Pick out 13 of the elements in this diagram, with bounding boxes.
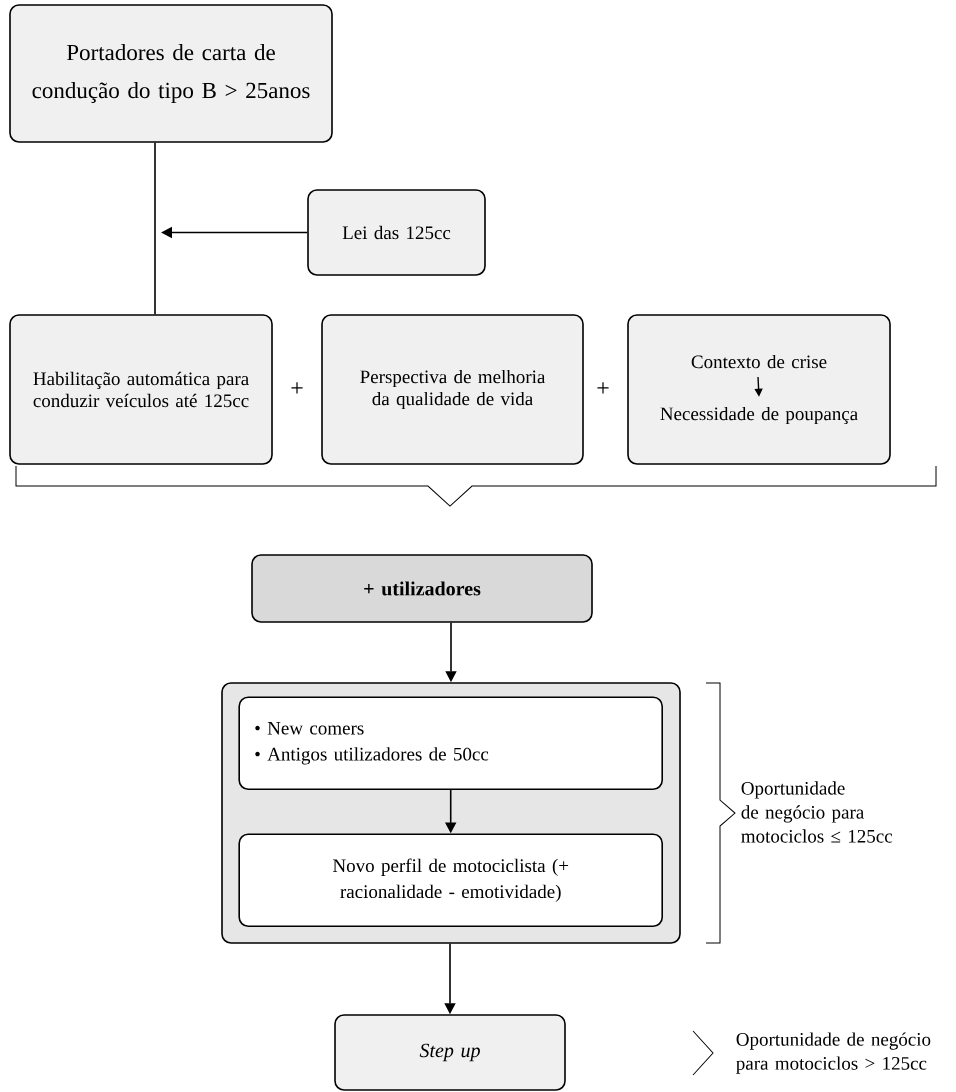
process-box: • New comers • Antigos utilizadores de 50cc [238, 696, 663, 790]
process-box: Habilitação automática para conduzir veículos até 125cc [9, 314, 273, 465]
side-note: Oportunidade de negócio para motociclos > 125cc [736, 1032, 931, 1074]
process-box: + utilizadores [251, 554, 593, 623]
plus-sign: + [597, 382, 609, 394]
process-box: Novo perfil de motociclista (+ racionalidade - emotividade) [238, 833, 663, 927]
plus-sign: + [291, 382, 303, 394]
process-box: Contexto de crise Necessidade de poupança [627, 314, 891, 465]
process-box: Portadores de carta de condução do tipo B > 25anos [9, 4, 333, 143]
side-note: Oportunidade de negócio para motociclos ≤ 125cc [741, 781, 893, 843]
process-box: Lei das 125cc [307, 189, 486, 276]
process-box: Step up [334, 1014, 566, 1091]
process-box: Perspectiva de melhoria da qualidade de vida [321, 314, 584, 465]
